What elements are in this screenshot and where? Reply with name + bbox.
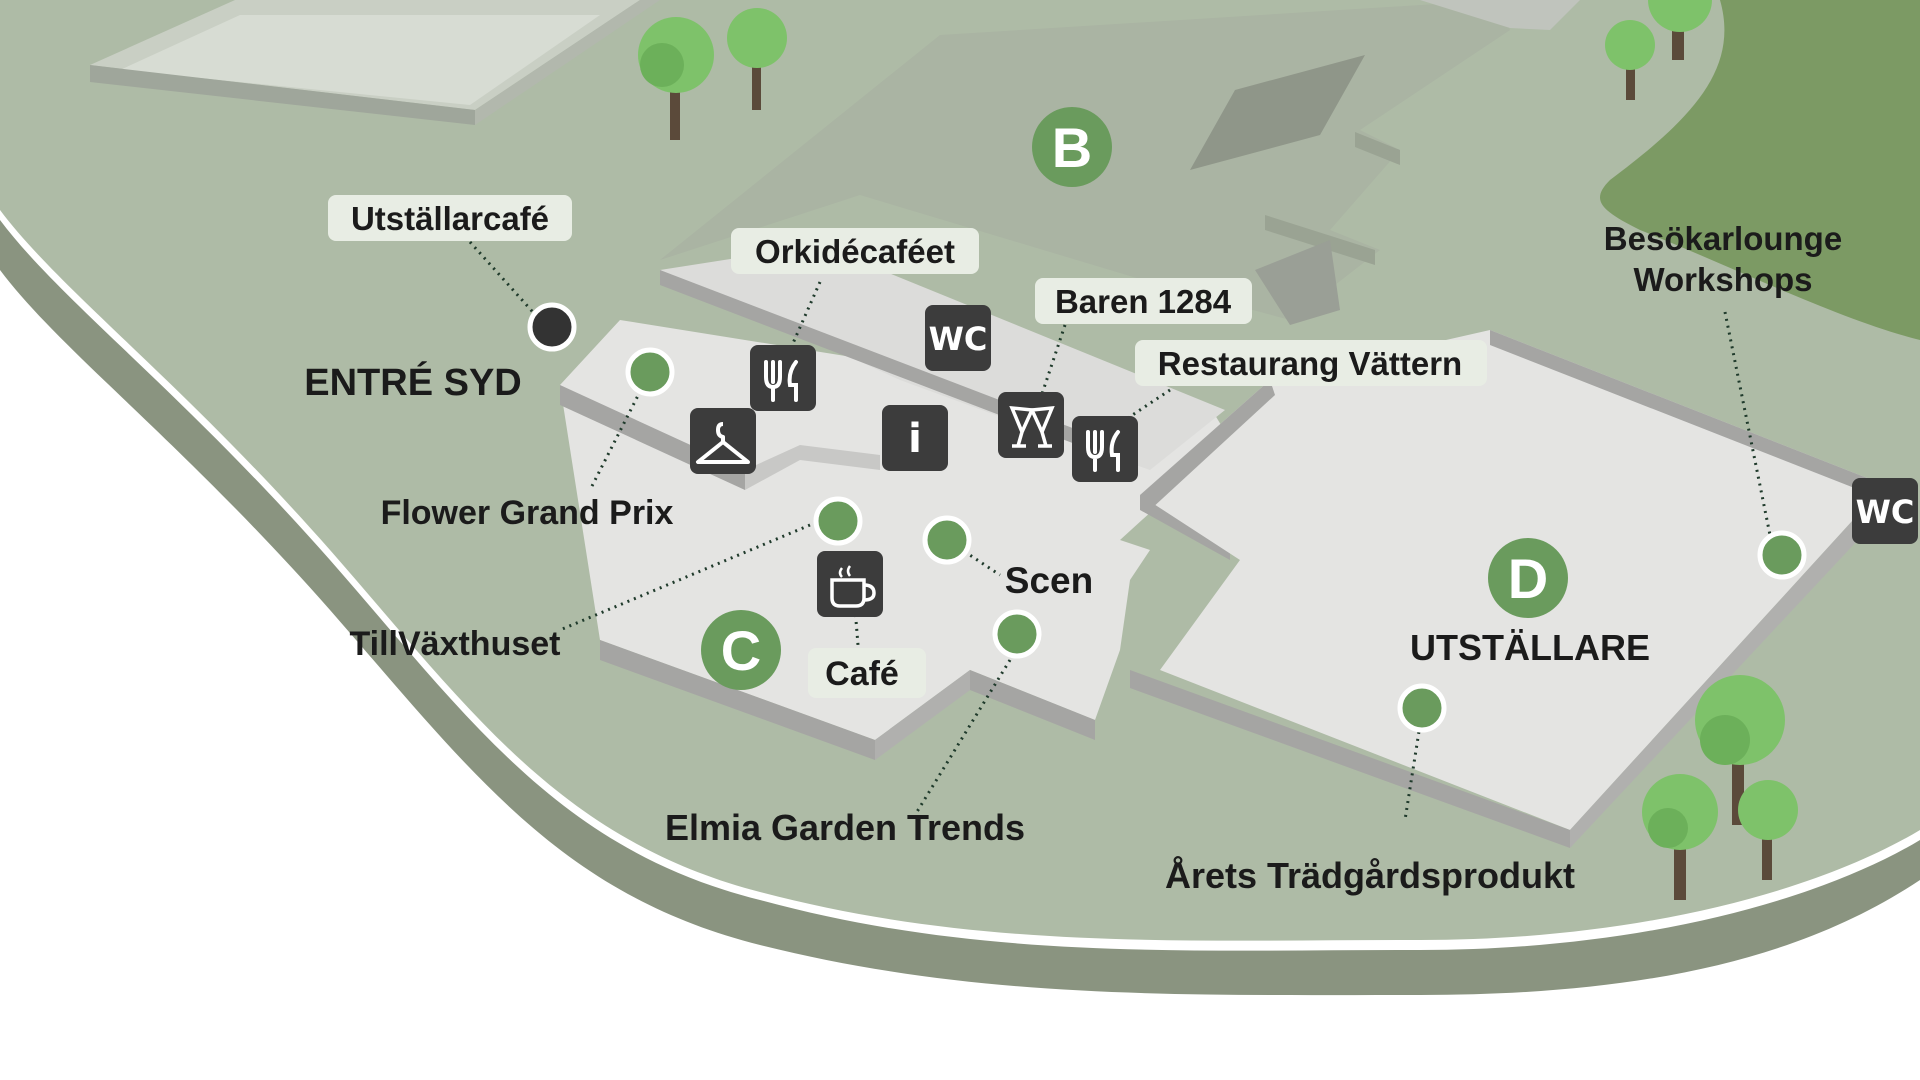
label-arets-tradgardsprodukt[interactable]: Årets Trädgårdsprodukt	[1165, 855, 1575, 896]
label-utstallarcafe[interactable]: Utställarcafé	[351, 200, 549, 237]
point-besokarlounge[interactable]	[1757, 530, 1807, 580]
point-elmia-garden-trends[interactable]	[992, 609, 1042, 659]
service-icons: WC i WC	[690, 305, 1918, 617]
wc-icon[interactable]: WC	[925, 305, 991, 371]
info-icon[interactable]: i	[882, 405, 948, 471]
trees	[638, 0, 1798, 900]
label-scen[interactable]: Scen	[1005, 560, 1093, 601]
hall-d-badge[interactable]: D	[1488, 538, 1568, 618]
tree	[1738, 780, 1798, 880]
hall-badges: B C D	[701, 107, 1568, 690]
label-tillvaxthuset[interactable]: TillVäxthuset	[350, 625, 561, 663]
tree	[1605, 20, 1655, 100]
tree	[1648, 0, 1712, 60]
label-restaurang-vattern[interactable]: Restaurang Vättern	[1158, 345, 1462, 382]
cloakroom-icon[interactable]	[690, 408, 756, 474]
entrance-point[interactable]	[527, 302, 577, 352]
entrance-label[interactable]: ENTRÉ SYD	[304, 360, 521, 404]
label-flower-grand-prix[interactable]: Flower Grand Prix	[381, 494, 674, 532]
building-north-west	[90, 0, 660, 125]
restaurant-icon[interactable]	[750, 345, 816, 411]
poi-points	[527, 302, 1807, 733]
map-labels: Utställarcafé Orkidécaféet Baren 1284 Re…	[304, 200, 1842, 896]
forest-area	[1600, 0, 1920, 340]
coffee-icon[interactable]	[817, 551, 883, 617]
label-baren-1284[interactable]: Baren 1284	[1055, 283, 1232, 320]
restaurant-icon[interactable]	[1072, 416, 1138, 482]
point-arets-tradgardsprodukt[interactable]	[1397, 683, 1447, 733]
ground-shadow	[0, 220, 1920, 996]
point-flower-grand-prix[interactable]	[625, 347, 675, 397]
label-elmia-garden-trends[interactable]: Elmia Garden Trends	[665, 807, 1025, 848]
label-workshops[interactable]: Workshops	[1633, 261, 1812, 298]
tree	[1642, 774, 1718, 900]
svg-text:B: B	[1052, 116, 1092, 179]
tree	[638, 17, 714, 140]
svg-text:WC: WC	[1856, 493, 1915, 531]
hall-d-caption: UTSTÄLLARE	[1410, 627, 1650, 668]
label-cafe[interactable]: Café	[825, 655, 899, 693]
hall-c-badge[interactable]: C	[701, 610, 781, 690]
bar-icon[interactable]	[998, 392, 1064, 458]
svg-text:i: i	[908, 416, 922, 462]
svg-text:D: D	[1508, 547, 1548, 610]
wc-icon[interactable]: WC	[1852, 478, 1918, 544]
label-halos	[328, 195, 1487, 698]
label-besokarlounge[interactable]: Besökarlounge	[1604, 220, 1842, 257]
point-tillvaxthuset[interactable]	[813, 496, 863, 546]
tree	[727, 8, 787, 110]
label-orkidecafeet[interactable]: Orkidécaféet	[755, 233, 955, 270]
svg-text:C: C	[721, 619, 761, 682]
svg-text:WC: WC	[929, 320, 988, 358]
point-scen[interactable]	[922, 515, 972, 565]
hall-b-badge[interactable]: B	[1032, 107, 1112, 187]
